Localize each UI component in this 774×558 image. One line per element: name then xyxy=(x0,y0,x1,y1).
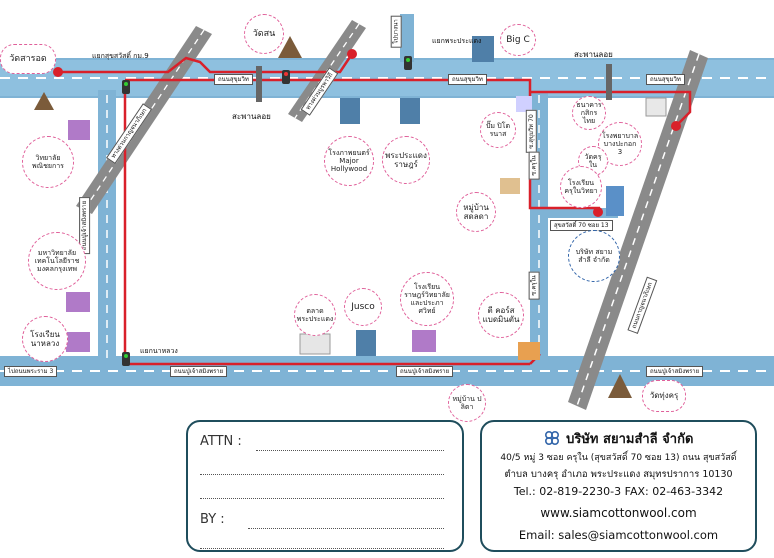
company-phone: Tel.: 02-819-2230-3 FAX: 02-463-3342 xyxy=(513,485,724,498)
company-website[interactable]: www.siamcottonwool.com xyxy=(540,506,697,520)
attention-form: ATTN : BY : xyxy=(186,420,464,552)
company-marker: บริษัท สยามสำลี จำกัด xyxy=(568,230,620,282)
road-label-bottom-2: ถนนปู่เจ้าสมิงพราย xyxy=(396,366,454,377)
expressway-right xyxy=(568,50,708,410)
landmark-big-c: Big C xyxy=(500,24,536,56)
attn-dotted-line-3[interactable] xyxy=(200,498,444,499)
junction-bottom-label: แยกนาหลวง xyxy=(140,347,178,355)
attn-dotted-line[interactable] xyxy=(256,450,444,451)
company-name-row: บริษัท สยามสำลี จำกัด xyxy=(482,428,755,449)
company-info-box: บริษัท สยามสำลี จำกัด 40/5 หมู่ 3 ซอย คร… xyxy=(480,420,757,552)
road-label-right-vertical-2: ซ.ครุใน xyxy=(528,151,540,180)
landmark-wat-tungkru: วัดทุ่งครุ xyxy=(642,380,686,412)
bridge-label-1: สะพานลอย xyxy=(232,112,271,121)
landmark-market: ตลาด พระประแดง xyxy=(294,294,336,336)
landmark-hospital: โรงพยาบาล บางปะกอก 3 xyxy=(598,122,642,166)
landmark-university: มหาวิทยาลัย เทคโนโลยีราชมงคลกรุงเทพ xyxy=(28,232,86,290)
landmark-wat-ton: วัดสน xyxy=(244,14,284,54)
company-email[interactable]: Email: sales@siamcottonwool.com xyxy=(518,528,719,542)
road-label-right-vertical-3: ซ.ครุใน xyxy=(528,271,540,300)
by-dotted-line[interactable] xyxy=(248,528,444,529)
attn-dotted-line-2[interactable] xyxy=(200,474,444,475)
landmark-major-cinema: โรงภาพยนตร์ Major Hollywood xyxy=(324,136,374,186)
route-start-dot xyxy=(53,67,63,77)
landmark-village-2: หมู่บ้าน ปลิตา xyxy=(448,384,486,422)
road-label-top-3: ถนนสุขุมวิท xyxy=(646,74,685,85)
building-icons xyxy=(66,36,667,360)
road-label-bottom-3: ถนนปู่เจ้าสมิงพราย xyxy=(646,366,704,377)
road-left-vertical xyxy=(98,90,116,370)
road-label-soi: สุขสวัสดิ์ 70 ซอย 13 xyxy=(550,220,613,231)
bridge-icon-1 xyxy=(256,66,262,102)
traffic-light-icons xyxy=(122,56,412,366)
bridge-icon-2 xyxy=(606,64,612,100)
by-label: BY : xyxy=(200,512,225,527)
junction-top-mid-label: แยกพระประแดง xyxy=(432,37,482,45)
road-label-mid: ไปบางนา xyxy=(390,15,402,48)
company-logo-icon xyxy=(544,430,559,446)
landmark-badminton: ตี คอร์ส แบดมินตัน xyxy=(478,292,524,338)
road-label-top-2: ถนนสุขุมวิท xyxy=(448,74,487,85)
route-map: แยกสุขสวัสดิ์ กม.9 แยกพระประแดง แยกนาหลว… xyxy=(0,14,774,422)
landmark-jusco: Jusco xyxy=(344,288,382,326)
company-name: บริษัท สยามสำลี จำกัด xyxy=(566,432,694,447)
route-dot-company xyxy=(593,207,603,217)
landmark-petronas: ปั๊ม ปิโตรนาส xyxy=(480,112,516,148)
landmark-school-top: วิทยาลัย พณิชยการ xyxy=(22,136,74,188)
landmark-phra-pradaeng: พระประแดง ราษฎร์ xyxy=(382,136,430,184)
road-label-bottom-1: ถนนปู่เจ้าสมิงพราย xyxy=(170,366,228,377)
junction-top-left-label: แยกสุขสวัสดิ์ กม.9 xyxy=(92,52,149,60)
route-dot-right xyxy=(671,121,681,131)
landmark-wat-salak: วัดสารอด xyxy=(0,44,56,74)
by-dotted-line-2[interactable] xyxy=(200,548,444,549)
road-label-right-vertical-1: ซ.สุขุมวิท 70 xyxy=(525,110,537,153)
company-address-1: 40/5 หมู่ 3 ซอย ครุใน (สุขสวัสดิ์ 70 ซอย… xyxy=(500,453,737,463)
road-label-bottom-left: ไปถนนพระราม 3 xyxy=(4,366,58,377)
map-canvas xyxy=(0,14,774,410)
landmark-big-school: โรงเรียน ราษฎร์วิทยาลัย และประภาศวิทย์ xyxy=(400,272,454,326)
landmark-bank: ธนาคาร กสิกรไทย xyxy=(572,96,606,130)
attn-label: ATTN : xyxy=(200,434,242,449)
company-address-2: ตำบล บางครุ อำเภอ พระประแดง สมุทรปราการ … xyxy=(504,469,733,480)
landmark-school-bottom: โรงเรียน นาหลวง xyxy=(22,316,68,362)
bridge-label-2: สะพานลอย xyxy=(574,50,613,59)
landmark-village-1: หมู่บ้าน สดลดา xyxy=(456,192,496,232)
route-dot-mid xyxy=(347,49,357,59)
temple-icons xyxy=(34,36,632,398)
road-label-top-1: ถนนสุขุมวิท xyxy=(214,74,253,85)
road-phra-pradaeng xyxy=(400,14,414,62)
road-soi-13 xyxy=(548,208,618,218)
landmark-school-kru: โรงเรียน ครุในวิทยา xyxy=(560,166,602,208)
